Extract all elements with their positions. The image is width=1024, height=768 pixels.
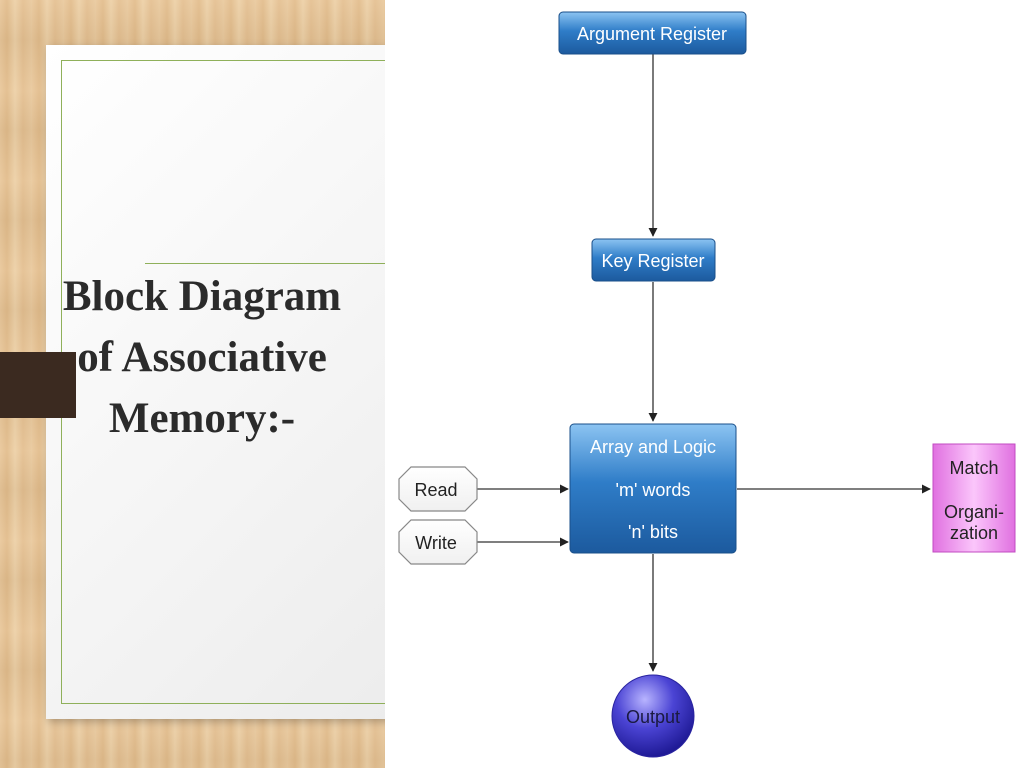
slide-title: Block Diagram of Associative Memory:- bbox=[22, 266, 382, 449]
title-card bbox=[46, 45, 406, 719]
slide-title-line-2: of Associative bbox=[77, 334, 327, 381]
block-diagram: Argument Register Key Register Array and… bbox=[398, 11, 1016, 758]
array-logic-box: Array and Logic 'm' words 'n' bits bbox=[569, 423, 737, 554]
read-label: Read bbox=[414, 480, 457, 500]
title-rule bbox=[145, 263, 390, 264]
slide-title-line-1: Block Diagram bbox=[62, 273, 342, 320]
array-logic-line-3: 'n' bits bbox=[628, 522, 678, 542]
array-logic-line-1: Array and Logic bbox=[590, 437, 716, 457]
key-register-label: Key Register bbox=[601, 251, 704, 271]
read-input-node: Read bbox=[398, 466, 478, 512]
match-line-2: Organi- bbox=[944, 502, 1004, 522]
match-organization-box: Match Organi- zation bbox=[932, 443, 1016, 553]
write-input-node: Write bbox=[398, 519, 478, 565]
output-label: Output bbox=[626, 707, 680, 727]
dark-accent-tab bbox=[0, 352, 76, 418]
key-register-box: Key Register bbox=[591, 238, 716, 282]
slide-title-line-3: Memory:- bbox=[108, 395, 296, 442]
output-node: Output bbox=[611, 674, 695, 758]
argument-register-box: Argument Register bbox=[558, 11, 747, 55]
match-line-3: zation bbox=[950, 523, 998, 543]
diagram-panel: Argument Register Key Register Array and… bbox=[385, 0, 1024, 768]
write-label: Write bbox=[415, 533, 457, 553]
array-logic-line-2: 'm' words bbox=[616, 480, 691, 500]
argument-register-label: Argument Register bbox=[577, 24, 727, 44]
match-line-1: Match bbox=[949, 458, 998, 478]
